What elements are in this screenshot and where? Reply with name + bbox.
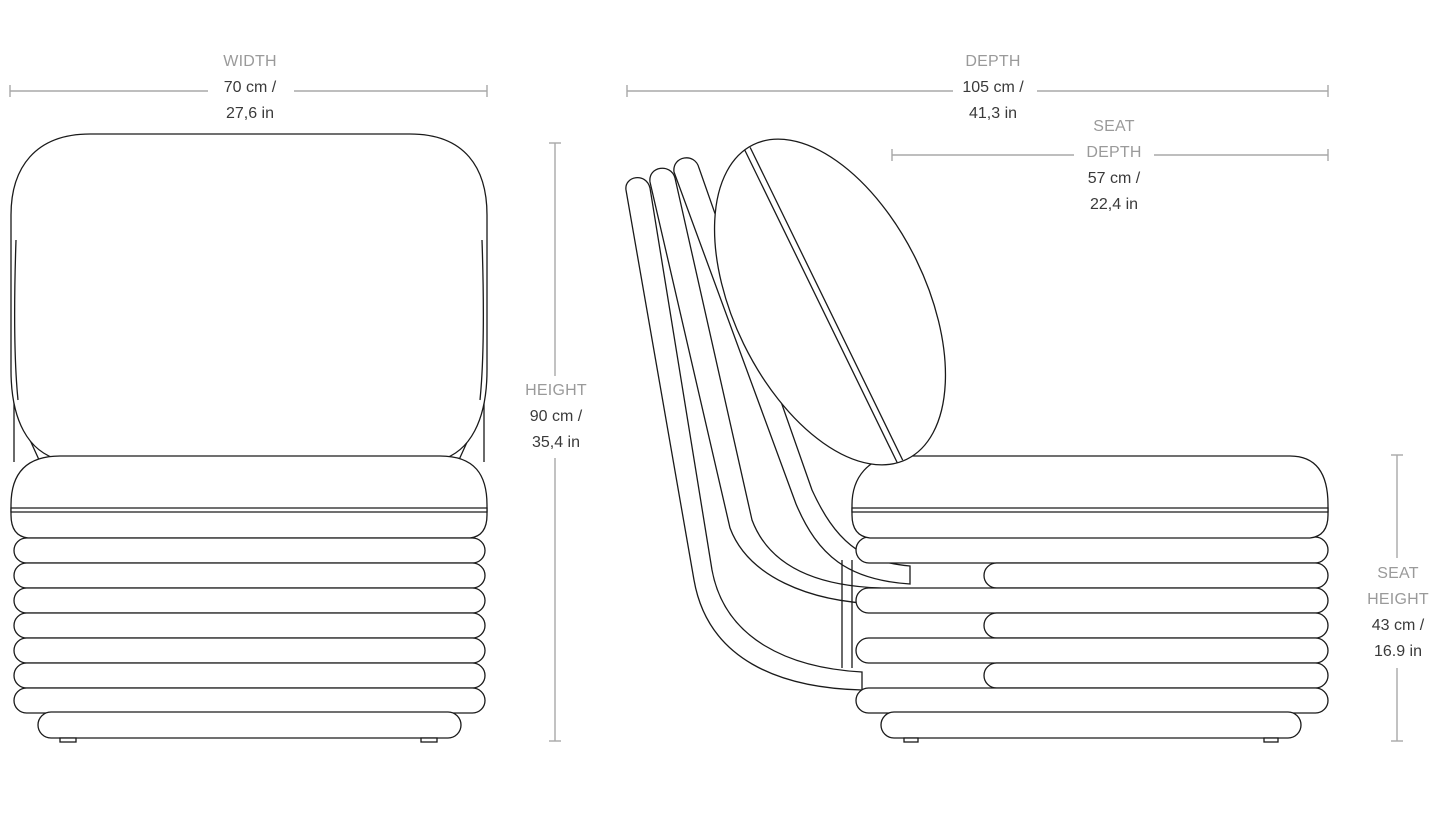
seat-height-title-2: HEIGHT	[1367, 591, 1429, 608]
height-title: HEIGHT	[525, 382, 587, 399]
depth-in: 41,3 in	[968, 105, 1018, 122]
depth-dimension-line	[626, 85, 1329, 97]
height-label: HEIGHT 90 cm / 35,4 in	[525, 378, 587, 456]
side-view-chair	[625, 138, 1329, 743]
height-in: 35,4 in	[531, 434, 581, 451]
seat-depth-title-2: DEPTH	[1086, 144, 1142, 161]
side-seat-cushion	[851, 455, 1329, 513]
seat-depth-label: SEAT DEPTH 57 cm / 22,4 in	[1086, 114, 1141, 218]
depth-title: DEPTH	[965, 53, 1021, 70]
height-dimension-line	[549, 142, 561, 742]
width-label: WIDTH 70 cm / 27,6 in	[223, 49, 276, 127]
seat-height-label: SEAT HEIGHT 43 cm / 16.9 in	[1367, 561, 1429, 665]
seat-height-in: 16.9 in	[1373, 643, 1423, 660]
width-in: 27,6 in	[225, 105, 275, 122]
front-seat-cushion	[10, 455, 488, 513]
depth-cm: 105 cm /	[962, 79, 1024, 96]
seat-depth-dimension-line	[891, 149, 1329, 161]
seat-depth-cm: 57 cm /	[1087, 170, 1141, 187]
seat-height-dimension-line	[1391, 454, 1403, 742]
width-cm: 70 cm /	[223, 79, 277, 96]
seat-height-title-1: SEAT	[1377, 565, 1419, 582]
depth-label: DEPTH 105 cm / 41,3 in	[962, 49, 1023, 127]
width-dimension-line	[9, 85, 488, 97]
seat-depth-in: 22,4 in	[1089, 196, 1139, 213]
front-view-chair	[10, 133, 488, 743]
side-back-cushion	[713, 138, 947, 466]
seat-depth-title-1: SEAT	[1093, 118, 1135, 135]
height-cm: 90 cm /	[529, 408, 583, 425]
front-backrest-cushion	[10, 133, 488, 461]
seat-height-cm: 43 cm /	[1371, 617, 1425, 634]
width-title: WIDTH	[223, 53, 277, 70]
